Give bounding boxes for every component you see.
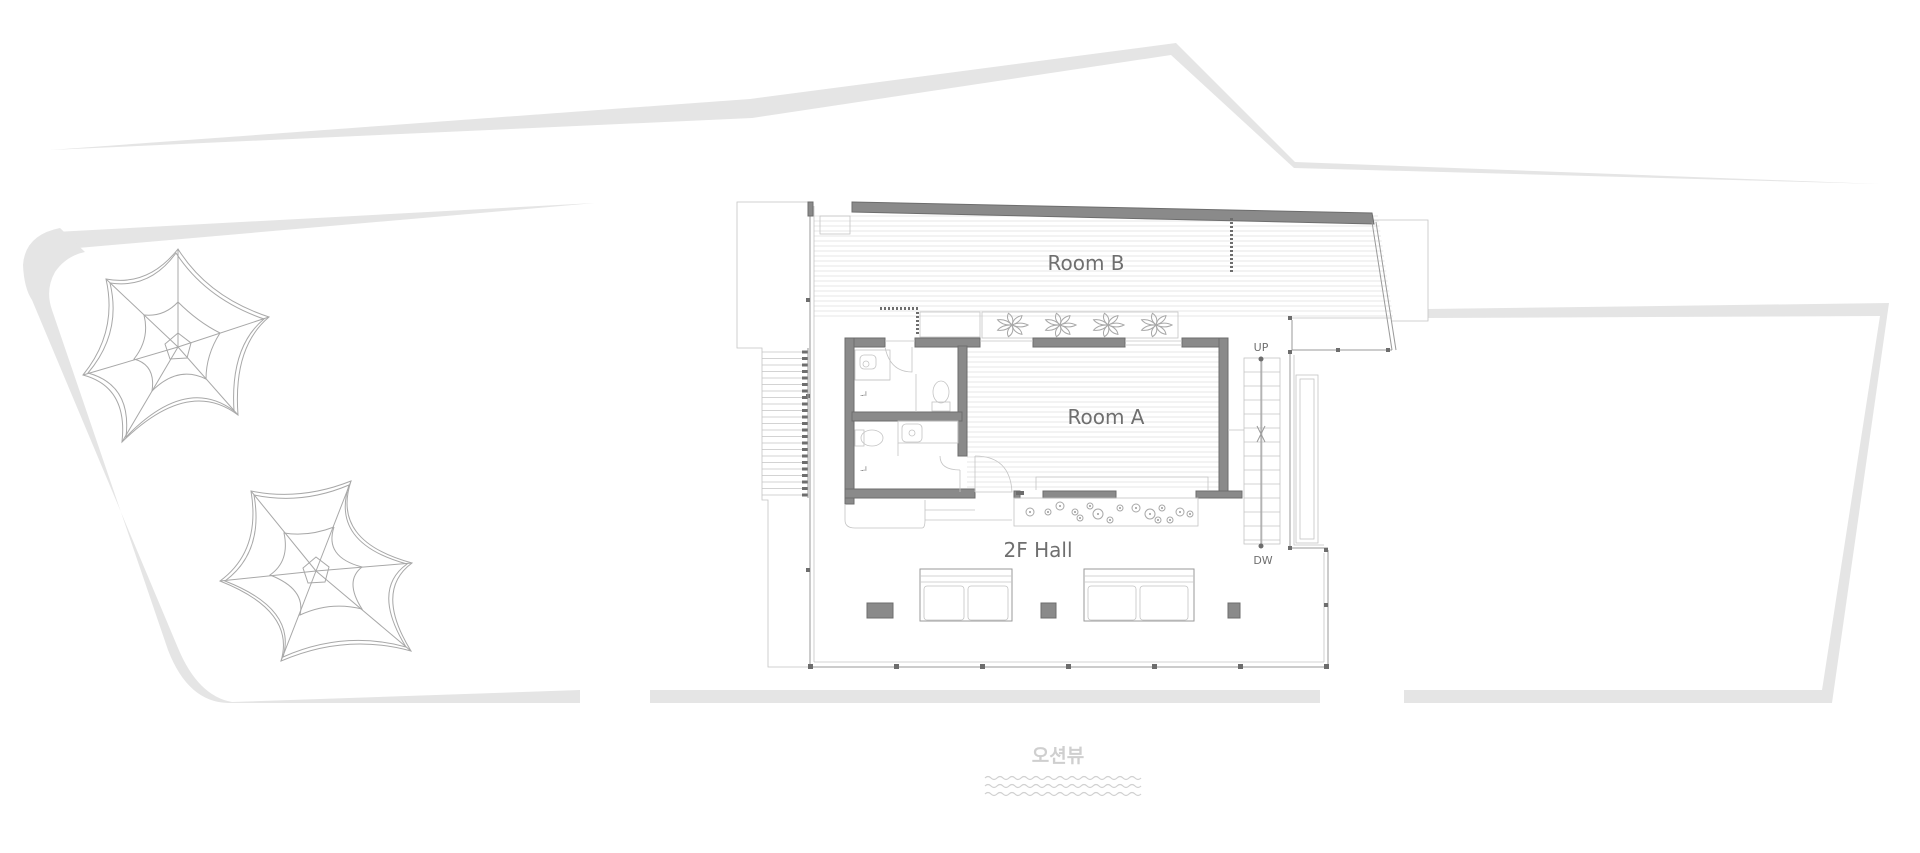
toilet-icon — [931, 380, 951, 412]
sofa-icon — [1083, 568, 1195, 622]
parasol-icon — [218, 480, 414, 662]
room-a-walls — [844, 337, 1243, 505]
sofa-icon — [919, 568, 1013, 622]
stair-up-label: UP — [1254, 341, 1269, 354]
room-b — [807, 201, 1397, 351]
plant-icon — [996, 312, 1174, 338]
toilet-icon — [854, 429, 884, 447]
room-b-label: Room B — [1047, 251, 1124, 275]
deck-posts — [806, 298, 1390, 669]
stair-down-label: DW — [1253, 554, 1272, 567]
restroom: ᅱ ᅱ — [844, 346, 1013, 529]
hall-tables — [866, 602, 1241, 619]
stair — [1228, 356, 1281, 549]
sink-icon — [859, 354, 877, 370]
room-a-label: Room A — [1068, 405, 1145, 429]
hall-label: 2F Hall — [1004, 538, 1073, 562]
ocean-view-label: 오션뷰 — [1032, 745, 1084, 767]
svg-text:ᅱ: ᅱ — [860, 466, 867, 475]
wave-icon — [984, 775, 1142, 797]
left-railing — [762, 348, 809, 498]
site-boundary — [23, 43, 1889, 703]
flower-bed — [1013, 497, 1199, 527]
parasol-icon — [82, 248, 271, 444]
svg-text:ᅱ: ᅱ — [860, 391, 867, 400]
sink-icon — [901, 423, 923, 443]
